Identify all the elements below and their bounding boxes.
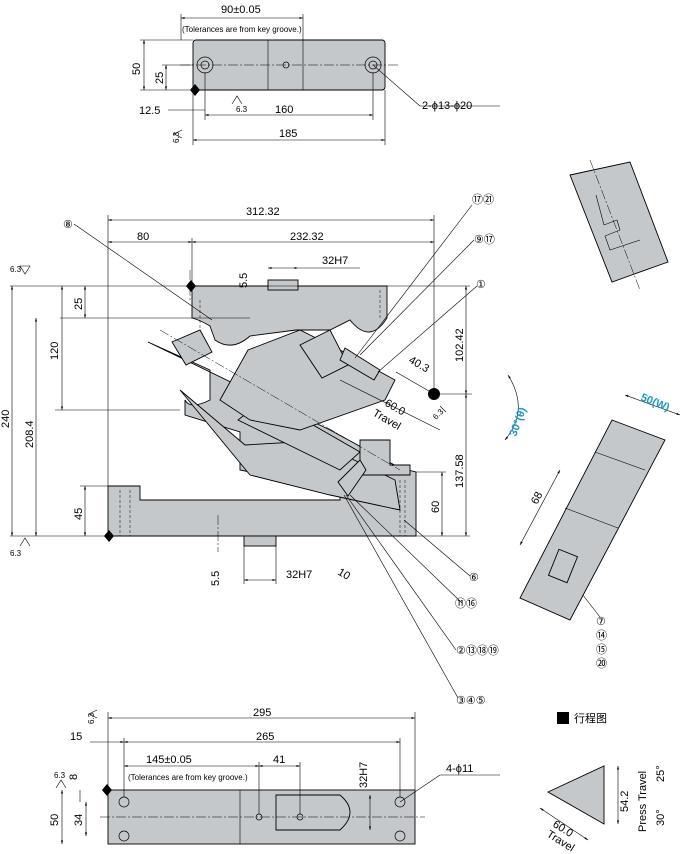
bottom-dim-50: 50 (49, 814, 61, 826)
balloon-callouts: ⑰㉑ ⑨⑰ ① ⑧ ⑥ ⑪⑯ ②⑬⑱⑲ ③④⑤ ⑦ ⑭ ⑮ ⑳ (63, 193, 607, 707)
front-dim-60: 60 (430, 501, 442, 513)
bottom-hole-note: 4-ϕ11 (446, 763, 473, 775)
top-view: 90±0.05 (Tolerances are from key groove.… (131, 4, 500, 145)
balloon-7: ⑦ (596, 616, 606, 628)
bottom-dim-32h7: 32H7 (358, 762, 370, 788)
front-roughness-bottom: 6.3 (10, 549, 22, 558)
bottom-dim-34: 34 (73, 814, 85, 826)
front-dim-80: 80 (137, 231, 149, 243)
balloon-1: ① (476, 279, 486, 291)
bottom-dim-41: 41 (273, 754, 285, 766)
side-view: 50(W) 68 (519, 392, 680, 621)
top-dim-12-5: 12.5 (139, 105, 160, 117)
balloon-14: ⑭ (596, 629, 607, 642)
bottom-dim-8: 8 (68, 774, 80, 780)
front-roughness-top: 6.3 (10, 265, 22, 274)
bottom-dim-295: 295 (253, 707, 271, 719)
bottom-dim-145: 145±0.05 (146, 754, 192, 766)
front-dim-120: 120 (49, 342, 61, 360)
top-dim-25: 25 (154, 72, 166, 84)
top-dim-90: 90±0.05 (221, 4, 261, 16)
balloon-8: ⑧ (63, 219, 73, 231)
svg-text:6.3: 6.3 (54, 771, 66, 780)
balloon-9-17: ⑨⑰ (474, 233, 495, 246)
svg-text:6.3: 6.3 (172, 131, 181, 143)
front-dim-45: 45 (73, 508, 85, 520)
front-dim-137-58: 137.58 (454, 454, 466, 488)
bottom-dim-15: 15 (70, 731, 82, 743)
front-dim-240: 240 (0, 410, 12, 428)
detail-view (569, 159, 669, 291)
svg-text:6.3: 6.3 (431, 407, 446, 422)
stroke-angle-30: 30° (655, 809, 667, 826)
balloon-11-16: ⑪⑯ (455, 597, 477, 610)
balloon-17-21: ⑰㉑ (472, 193, 494, 206)
top-dim-185: 185 (279, 128, 297, 140)
stroke-diagram: 行程图 54.2 Press Travel 25° 30° 60.0 Trave… (539, 712, 667, 854)
front-dim-32h7-top: 32H7 (322, 255, 348, 267)
balloon-3-4-5: ③④⑤ (456, 695, 486, 707)
stroke-press-travel: Press Travel (637, 771, 649, 832)
front-angle-theta: 30°(θ) (508, 406, 530, 439)
bottom-view: 295 15 265 145±0.05 (Tolerances are from… (49, 707, 500, 845)
top-dim-50: 50 (131, 63, 143, 75)
front-dim-5-5-top: 5.5 (238, 273, 250, 288)
front-dim-102-42: 102.42 (454, 328, 466, 362)
balloon-15: ⑮ (596, 643, 607, 656)
top-roughness: 6.3 (236, 105, 248, 114)
balloon-6: ⑥ (469, 572, 479, 584)
legend-label: 行程图 (574, 712, 607, 725)
front-dim-208-4: 208.4 (24, 420, 36, 448)
legend-swatch (557, 712, 569, 724)
balloon-2-13-18-19: ②⑬⑱⑲ (456, 644, 499, 657)
bottom-roughness: 6.3 (87, 712, 96, 724)
front-dim-5-5-bottom: 5.5 (210, 571, 222, 586)
top-hole-note: 2-ϕ13-ϕ20 (422, 100, 472, 112)
side-dim-68: 68 (529, 490, 545, 506)
front-dim-32h7-bottom: 32H7 (286, 569, 312, 581)
front-dim-40-3: 40.3 (407, 354, 432, 375)
front-dim-312-32: 312.32 (246, 206, 280, 218)
front-dim-232-32: 232.32 (290, 231, 324, 243)
side-width-w: 50(W) (639, 392, 672, 414)
top-tol-note: (Tolerances are from key groove.) (182, 25, 302, 34)
bottom-dim-265: 265 (256, 731, 274, 743)
front-view: 312.32 80 232.32 32H7 5.5 25 120 240 208… (0, 206, 529, 586)
top-dim-160: 160 (275, 104, 293, 116)
front-dim-25: 25 (73, 298, 85, 310)
bottom-tol-note: (Tolerances are from key groove.) (128, 773, 248, 782)
front-dim-10: 10 (336, 566, 353, 583)
stroke-angle-25: 25° (655, 765, 667, 782)
stroke-dim-54-2: 54.2 (619, 791, 631, 812)
balloon-20: ⑳ (596, 657, 607, 670)
